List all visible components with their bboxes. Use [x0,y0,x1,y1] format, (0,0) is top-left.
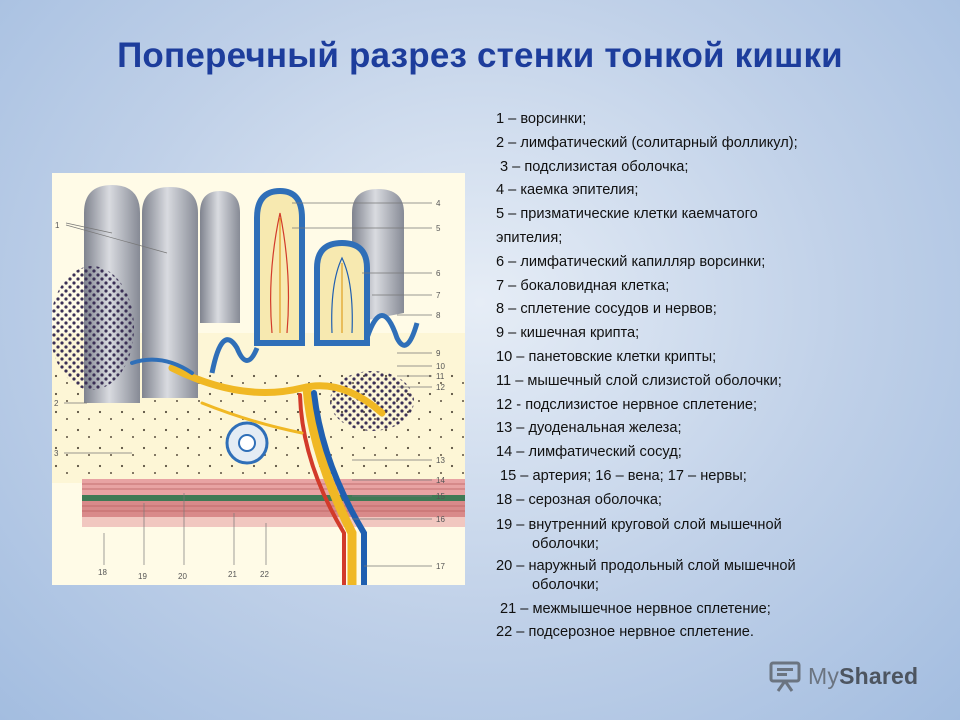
crypt-fold [209,337,260,374]
diagram-label-4: 4 [436,199,441,208]
legend-item-wrapped: 20 – наружный продольный слой мышечной о… [496,557,904,595]
villus-3 [200,191,240,323]
intestine-cross-section-diagram: 1 2 3 4 5 6 7 8 9 10 11 12 13 14 15 16 1… [52,173,465,585]
legend-item-first-line: 20 – наружный продольный слой мышечной [496,557,796,574]
diagram-label-8: 8 [436,311,441,320]
vessel-nerve-plexus [130,357,386,585]
diagram-label-21: 21 [228,570,237,579]
diagram-label-13: 13 [436,456,445,465]
diagram-label-22: 22 [260,570,269,579]
diagram-label-16: 16 [436,515,445,524]
legend-item: 5 – призматические клетки каемчатого [496,206,758,223]
diagram-label-17: 17 [436,562,445,571]
legend-item-wrapped: 19 – внутренний круговой слой мышечной о… [496,516,904,554]
muscle-layer-longitudinal [82,501,465,517]
villus-capillaries [270,212,353,334]
legend-item: 10 – панетовские клетки крипты; [496,348,717,365]
diagram-label-10: 10 [436,362,445,371]
myshared-logo[interactable]: MyShared [768,659,918,693]
diagram-label-6: 6 [436,269,441,278]
diagram-svg: 1 2 3 4 5 6 7 8 9 10 11 12 13 14 15 16 1… [52,185,465,585]
serosa [82,517,465,527]
logo-brand-light: My [808,662,840,689]
legend-item: 8 – сплетение сосудов и нервов; [496,301,717,318]
diagram-label-7: 7 [436,291,441,300]
muscle-texture [82,483,465,512]
presentation-board-icon [769,661,801,692]
legend-item: 18 – серозная оболочка; [496,491,662,508]
logo-text: MyShared [808,663,918,690]
legend-item: 21 – межмышечное нервное сплетение; [500,600,771,617]
diagram-label-3: 3 [54,449,59,458]
legend-item-first-line: 19 – внутренний круговой слой мышечной [496,516,782,533]
legend-item-continuation: оболочки; [532,576,599,593]
villus-2 [142,187,198,398]
legend-item: эпителия; [496,229,563,246]
legend-item: 4 – каемка эпителия; [496,182,639,199]
legend-item: 3 – подслизистая оболочка; [500,158,689,175]
legend-item: 13 – дуоденальная железа; [496,420,682,437]
legend-item-continuation: оболочки; [532,535,599,552]
legend-item: 2 – лимфатический (солитарный фолликул); [496,134,798,151]
logo-brand-bold: Shared [839,662,919,689]
legend-item: 1 – ворсинки; [496,111,587,127]
label-leaders [64,202,432,567]
diagram-label-14: 14 [436,476,445,485]
legend-item: 14 – лимфатический сосуд; [496,444,682,461]
lymph-follicle-left [52,266,134,390]
diagram-label-2: 2 [54,399,59,408]
legend-item: 9 – кишечная крипта; [496,325,640,342]
legend-item: 22 – подсерозное нервное сплетение. [496,624,754,641]
legend-item: 7 – бокаловидная клетка; [496,277,670,294]
legend-item: 15 – артерия; 16 – вена; 17 – нервы; [500,467,747,484]
diagram-label-1: 1 [55,221,60,230]
diagram-label-11: 11 [436,372,445,381]
diagram-label-9: 9 [436,349,441,358]
legend-item: 12 - подслизистое нервное сплетение; [496,396,758,413]
legend-item: 6 – лимфатический капилляр ворсинки; [496,253,766,270]
crypt-fold-right [364,313,420,348]
diagram-label-20: 20 [178,572,187,581]
legend-item: 11 – мышечный слой слизистой оболочки; [496,372,782,389]
duodenal-gland-lumen [238,434,256,452]
muscle-layer-circular [82,479,465,495]
diagram-label-12: 12 [436,383,445,392]
diagram-label-15: 15 [436,492,445,501]
diagram-label-18: 18 [98,568,107,577]
diagram-label-5: 5 [436,224,441,233]
muscle-layer-band [82,495,465,501]
diagram-label-19: 19 [138,572,147,581]
legend-list: 1 – ворсинки; 2 – лимфатический (солитар… [496,108,904,645]
slide-title: Поперечный разрез стенки тонкой кишки [117,36,843,75]
